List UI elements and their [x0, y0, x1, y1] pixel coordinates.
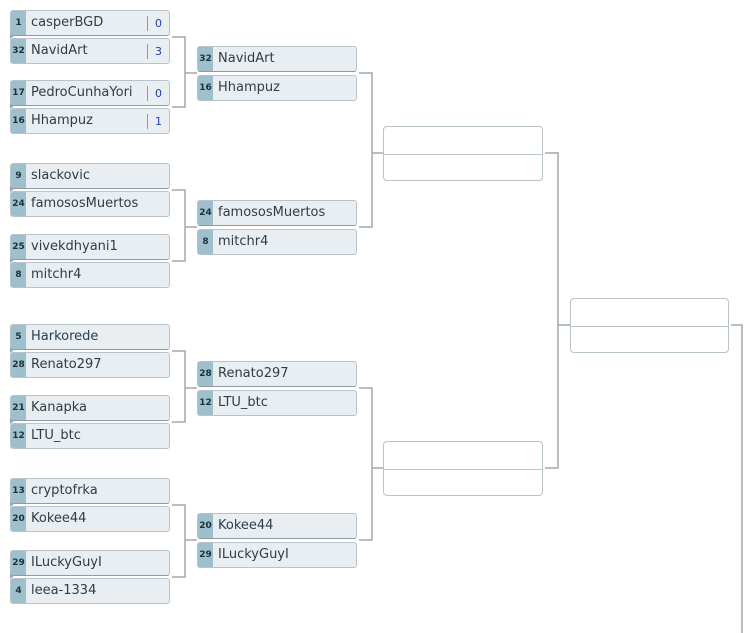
player-name: mitchr4: [218, 234, 269, 249]
player-name: famososMuertos: [31, 196, 139, 211]
player-name: vivekdhyani1: [31, 239, 118, 254]
player-name: casperBGD: [31, 15, 104, 30]
player-name: leea-1334: [31, 583, 97, 598]
seed-badge: 5: [11, 325, 26, 349]
final-match-empty[interactable]: [570, 298, 729, 353]
slot-marker-icon: [10, 501, 14, 507]
seed-badge: 21: [11, 396, 26, 420]
match-divider: [384, 469, 542, 470]
seed-badge: 20: [11, 507, 26, 531]
seed-badge: 24: [198, 201, 213, 225]
seed-badge: 16: [11, 109, 26, 133]
player-slot[interactable]: 29 ILuckyGuyI: [10, 550, 170, 576]
champion-line: [731, 324, 743, 633]
seed-badge: 32: [198, 47, 213, 71]
connector-line: [545, 152, 559, 469]
player-name: PedroCunhaYori: [31, 85, 133, 100]
connector-line: [172, 350, 186, 423]
seed-badge: 13: [11, 479, 26, 503]
seed-badge: 16: [198, 76, 213, 100]
player-slot[interactable]: 21 Kanapka: [10, 395, 170, 421]
seed-badge: 29: [11, 551, 26, 575]
slot-marker-icon: [10, 257, 14, 263]
semifinal-match-empty[interactable]: [383, 126, 543, 181]
connector-line: [359, 387, 373, 541]
seed-badge: 17: [11, 81, 26, 105]
player-slot[interactable]: 17 PedroCunhaYori 0: [10, 80, 170, 106]
player-name: Hhampuz: [31, 113, 93, 128]
seed-badge: 8: [11, 263, 26, 287]
seed-badge: 9: [11, 164, 26, 188]
match-divider: [571, 326, 728, 327]
player-name: mitchr4: [31, 267, 82, 282]
player-slot[interactable]: 29 ILuckyGuyI: [197, 542, 357, 568]
connector-line: [172, 36, 186, 108]
player-slot[interactable]: 32 NavidArt: [197, 46, 357, 72]
player-name: LTU_btc: [31, 428, 81, 443]
slot-marker-icon: [10, 186, 14, 192]
connector-line: [172, 504, 186, 578]
seed-badge: 25: [11, 235, 26, 259]
slot-marker-icon: [10, 573, 14, 579]
player-name: Hhampuz: [218, 80, 280, 95]
seed-badge: 1: [11, 11, 26, 35]
connector-line: [172, 189, 186, 262]
player-slot[interactable]: 8 mitchr4: [197, 229, 357, 255]
player-name: slackovic: [31, 168, 90, 183]
connector-line: [359, 72, 373, 228]
player-name: LTU_btc: [218, 395, 268, 410]
player-name: Kokee44: [218, 518, 274, 533]
player-name: Harkorede: [31, 329, 99, 344]
player-name: Renato297: [31, 357, 102, 372]
slot-marker-icon: [10, 33, 14, 39]
match-score: 0: [147, 16, 169, 31]
player-slot[interactable]: 12 LTU_btc: [10, 423, 170, 449]
player-slot[interactable]: 16 Hhampuz: [197, 75, 357, 101]
player-slot[interactable]: 28 Renato297: [197, 361, 357, 387]
player-name: ILuckyGuyI: [31, 555, 102, 570]
seed-badge: 4: [11, 579, 26, 603]
player-slot[interactable]: 24 famososMuertos: [10, 191, 170, 217]
player-name: Kanapka: [31, 400, 87, 415]
seed-badge: 12: [11, 424, 26, 448]
player-slot[interactable]: 25 vivekdhyani1: [10, 234, 170, 260]
seed-badge: 8: [198, 230, 213, 254]
player-slot[interactable]: 20 Kokee44: [10, 506, 170, 532]
player-name: famososMuertos: [218, 205, 326, 220]
slot-marker-icon: [10, 347, 14, 353]
seed-badge: 20: [198, 514, 213, 538]
match-divider: [384, 154, 542, 155]
player-slot[interactable]: 28 Renato297: [10, 352, 170, 378]
seed-badge: 29: [198, 543, 213, 567]
player-name: NavidArt: [31, 43, 88, 58]
slot-marker-icon: [10, 103, 14, 109]
player-slot[interactable]: 1 casperBGD 0: [10, 10, 170, 36]
match-score: 0: [147, 86, 169, 101]
player-slot[interactable]: 13 cryptofrka: [10, 478, 170, 504]
player-name: NavidArt: [218, 51, 275, 66]
player-slot[interactable]: 32 NavidArt 3: [10, 38, 170, 64]
player-slot[interactable]: 12 LTU_btc: [197, 390, 357, 416]
player-slot[interactable]: 20 Kokee44: [197, 513, 357, 539]
match-score: 1: [147, 114, 169, 129]
player-name: Kokee44: [31, 511, 87, 526]
seed-badge: 12: [198, 391, 213, 415]
match-score: 3: [147, 44, 169, 59]
player-name: Renato297: [218, 366, 289, 381]
player-slot[interactable]: 24 famososMuertos: [197, 200, 357, 226]
seed-badge: 24: [11, 192, 26, 216]
player-name: ILuckyGuyI: [218, 547, 289, 562]
semifinal-match-empty[interactable]: [383, 441, 543, 496]
player-slot[interactable]: 9 slackovic: [10, 163, 170, 189]
player-slot[interactable]: 4 leea-1334: [10, 578, 170, 604]
player-name: cryptofrka: [31, 483, 98, 498]
player-slot[interactable]: 8 mitchr4: [10, 262, 170, 288]
seed-badge: 32: [11, 39, 26, 63]
player-slot[interactable]: 16 Hhampuz 1: [10, 108, 170, 134]
seed-badge: 28: [198, 362, 213, 386]
slot-marker-icon: [10, 418, 14, 424]
seed-badge: 28: [11, 353, 26, 377]
player-slot[interactable]: 5 Harkorede: [10, 324, 170, 350]
